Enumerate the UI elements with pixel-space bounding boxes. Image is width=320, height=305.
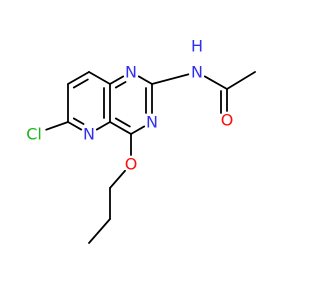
atom-label-n5: N [83, 125, 95, 144]
atom-label-n1: N [125, 63, 137, 82]
bond-o-ch2 [109, 169, 126, 189]
bond-c2-nh [151, 73, 190, 85]
atom-label-o-ether: O [125, 155, 138, 174]
atom-label-cl: Cl [26, 125, 42, 144]
bond-c8a-n1-double [114, 81, 127, 89]
bond-n3-c4 [130, 125, 146, 135]
bond-c8a-n1 [109, 75, 125, 85]
bond-n5-c6 [67, 121, 83, 131]
bond-c4-c4a [109, 121, 132, 135]
bond-c4a-n5 [95, 121, 111, 131]
atom-label-o-carbonyl: O [221, 111, 234, 130]
bond-c6-cl [45, 121, 69, 131]
bonds [45, 71, 256, 244]
bond-nh-carbonyl [203, 75, 228, 90]
atom-label-h-amide: H [191, 37, 203, 56]
bond-c4-c4a-double [114, 117, 131, 128]
bond-ch2-ch3 [88, 218, 111, 244]
bond-c7-c8-double [72, 78, 89, 89]
atom-label-n-amide: N [191, 63, 203, 82]
bond-c8-c8a [88, 71, 111, 85]
bond-n1-c2 [137, 75, 153, 85]
bond-n5-c6-double [72, 117, 85, 125]
atom-label-n3: N [146, 113, 158, 132]
bond-c7-c8 [67, 71, 90, 85]
bond-carbonyl-methyl [226, 71, 256, 90]
